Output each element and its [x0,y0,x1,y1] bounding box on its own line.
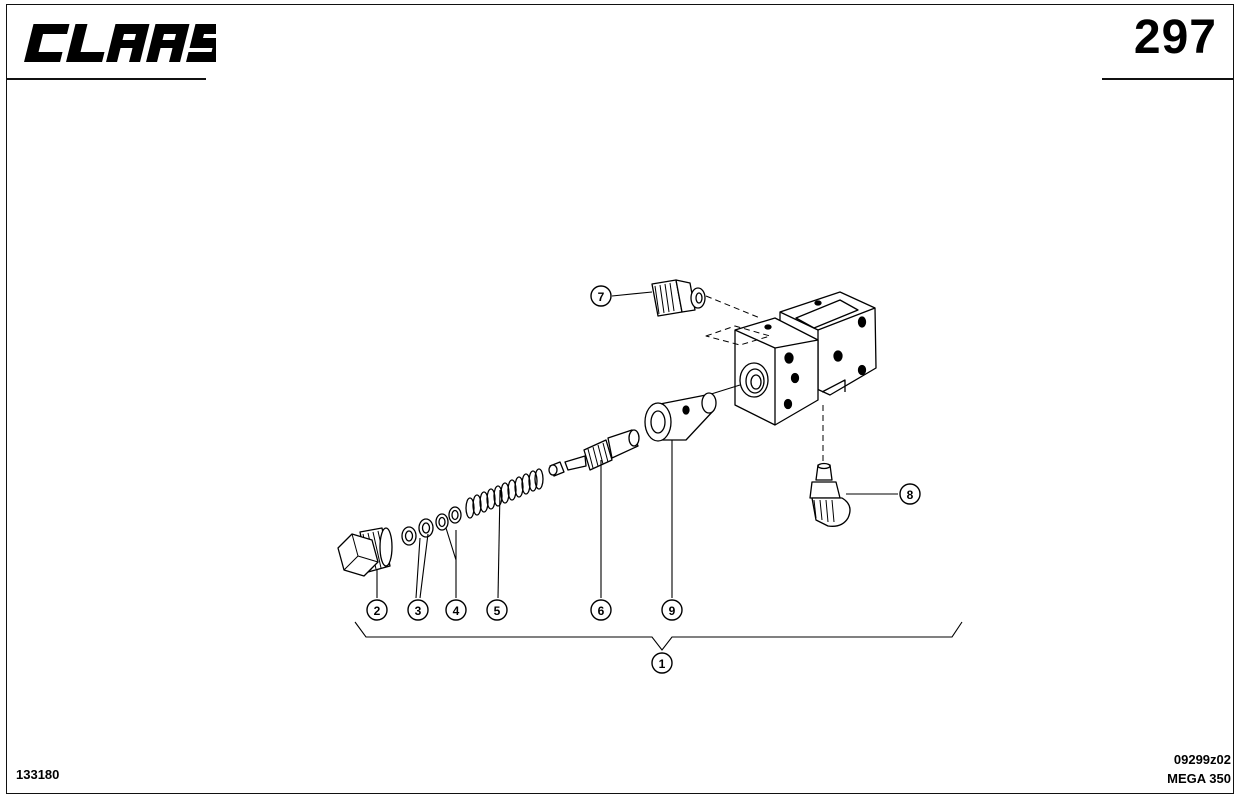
part-6-valve-poppet [548,429,640,477]
callout-9-label: 9 [669,604,676,618]
callout-3-circle [407,599,429,621]
callout-6-circle [590,599,612,621]
drawing-reference: 09299z02 [1173,752,1231,767]
part-5-spring [465,468,544,519]
callout-6-label: 6 [598,604,605,618]
claas-logo [24,24,216,62]
part-7-screw-fitting [651,279,706,317]
dash-outline-7 [705,325,771,346]
part-9-valve-sleeve [644,392,717,442]
dash-line-7 [705,295,761,319]
callout-7-circle [590,285,612,307]
page-number: 297 [1133,11,1217,64]
callout-5-circle [486,599,508,621]
callout-5-label: 5 [494,604,501,618]
callout-4-circle [445,599,467,621]
callout-3-label: 3 [415,604,422,618]
callout-9-circle [661,599,683,621]
callout-7-label: 7 [598,290,605,304]
part-8-elbow-fitting [809,462,851,527]
callout-4-label: 4 [453,604,460,618]
header-rule-right [1102,78,1234,80]
part-3-seal-rings [401,518,434,546]
model-name: MEGA 350 [1167,771,1231,786]
valve-block [734,291,877,426]
callout-8-label: 8 [907,488,914,502]
callout-8-circle [899,483,921,505]
document-id: 133180 [16,767,60,782]
part-4-shims [435,506,462,531]
callout-2-circle [366,599,388,621]
callout-1-circle [651,652,673,674]
callout-1-label: 1 [659,657,666,671]
callout-2-label: 2 [374,604,381,618]
part-2-plug-screw [337,527,393,577]
page-frame [6,4,1234,794]
header-rule-left [6,78,206,80]
